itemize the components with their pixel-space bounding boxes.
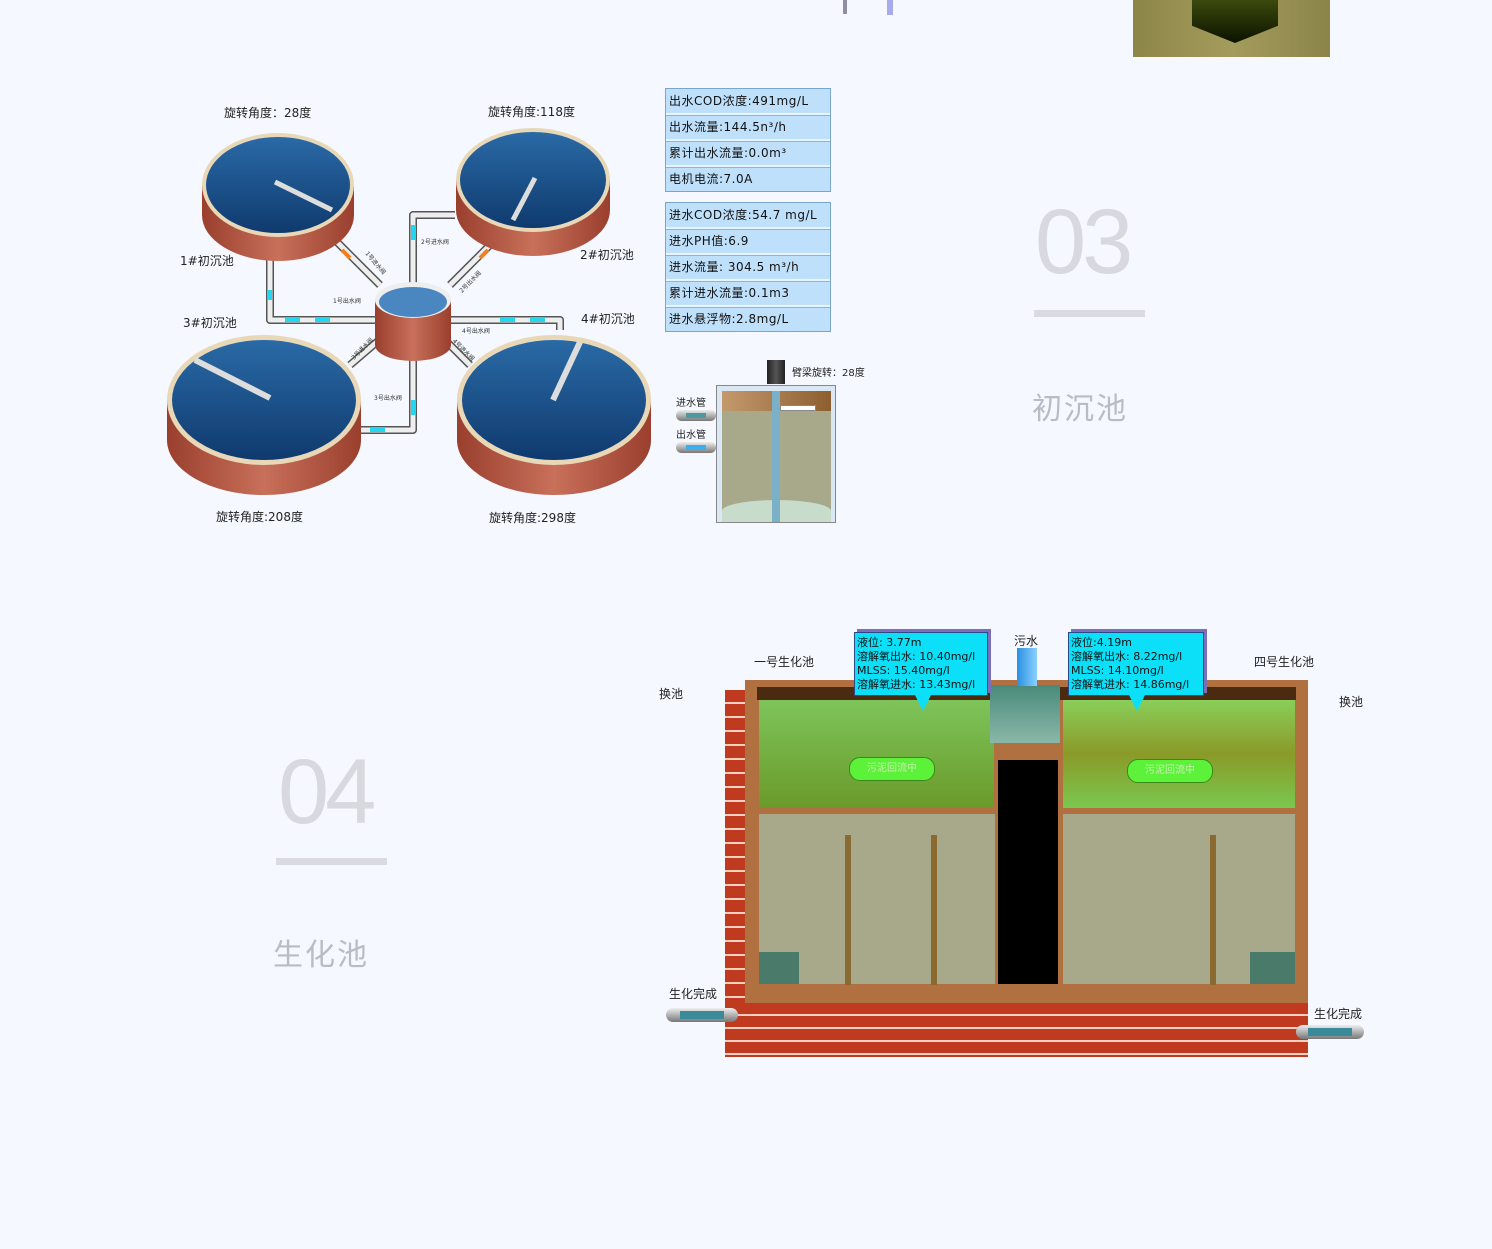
left-outlet-pipe (666, 1008, 738, 1022)
outlet-total-flow: 累计出水流量:0.0m³ (666, 141, 830, 167)
right-do-out: 溶解氧出水: 8.22mg/l (1071, 650, 1183, 663)
top-pipe-fragment (887, 0, 893, 15)
section-divider (276, 858, 387, 865)
tank-4-label[interactable]: 4#初沉池 (581, 312, 635, 326)
top-tank-fragment (1133, 0, 1330, 57)
right-sludge-status: 污泥回流中 (1127, 759, 1213, 783)
tank-3-rotation: 旋转角度:208度 (216, 510, 303, 524)
tank-cross-section (716, 385, 836, 523)
sedimentation-diagram (167, 128, 651, 495)
tank-2-rotation: 旋转角度:118度 (488, 105, 575, 119)
valve-label[interactable]: 1号出水阀 (333, 298, 361, 305)
right-tank-callout: 液位:4.19m 溶解氧出水: 8.22mg/l MLSS: 14.10mg/l… (1068, 632, 1204, 711)
left-do-in: 溶解氧进水: 13.43mg/l (857, 678, 976, 691)
inlet-suspended-solids: 进水悬浮物:2.8mg/L (669, 312, 789, 326)
valve-label[interactable]: 2号进水阀 (421, 239, 449, 246)
top-pipe-fragment (843, 0, 847, 14)
valve-label[interactable]: 4号出水阀 (462, 328, 490, 335)
brick-floor (725, 1003, 1308, 1057)
left-tank-callout: 液位: 3.77m 溶解氧出水: 10.40mg/l MLSS: 15.40mg… (854, 632, 988, 711)
outlet-pipe-label: 出水管 (676, 430, 706, 441)
inlet-total-flow: 累计进水流量:0.1m3 (666, 281, 830, 307)
outlet-flow: 出水流量:144.5n³/h (666, 115, 830, 141)
section-title-primary-sedimentation: 初沉池 (1032, 392, 1128, 427)
tank-2-label[interactable]: 2#初沉池 (580, 248, 634, 262)
motor-icon (767, 360, 785, 384)
done-right-label: 生化完成 (1314, 1007, 1363, 1021)
done-left-label: 生化完成 (669, 987, 718, 1001)
left-aeration-zone (759, 700, 994, 808)
tank-1-label[interactable]: 1#初沉池 (180, 254, 234, 268)
inlet-cod: 进水COD浓度:54.7 mg/L (666, 203, 830, 229)
outlet-pipe[interactable] (676, 442, 716, 453)
tank-3-label[interactable]: 3#初沉池 (183, 316, 237, 330)
swap-left-button[interactable]: 换池 (659, 687, 684, 701)
valve-label[interactable]: 3号出水阀 (374, 395, 402, 402)
tank-1 (202, 133, 354, 261)
inlet-pipe-label: 进水管 (676, 398, 706, 409)
swap-right-button[interactable]: 换池 (1339, 695, 1364, 709)
section-number-03: 03 (1035, 191, 1133, 293)
sewage-label: 污水 (1014, 634, 1039, 648)
inlet-flow: 进水流量: 304.5 m³/h (666, 255, 830, 281)
brick-wall-side (725, 690, 745, 1055)
sewage-inflow (1017, 648, 1037, 686)
right-level: 液位:4.19m (1071, 636, 1132, 649)
inlet-data-panel: 进水COD浓度:54.7 mg/L 进水PH值:6.9 进水流量: 304.5 … (665, 202, 831, 332)
left-level: 液位: 3.77m (857, 636, 922, 649)
left-mlss: MLSS: 15.40mg/l (857, 664, 950, 677)
beam-rotation-label: 臂梁旋转：28度 (792, 368, 865, 379)
outlet-cod: 出水COD浓度:491mg/L (666, 89, 830, 115)
section-number-04: 04 (278, 741, 376, 843)
tank-4-rotation: 旋转角度:298度 (489, 511, 576, 525)
tank-3 (167, 335, 361, 495)
inlet-ph: 进水PH值:6.9 (666, 229, 830, 255)
right-tank-label[interactable]: 四号生化池 (1254, 655, 1315, 669)
motor-current: 电机电流:7.0A (669, 172, 753, 186)
central-channel (998, 760, 1058, 984)
bio-tank (745, 680, 1308, 1003)
tank-1-rotation: 旋转角度：28度 (224, 106, 312, 120)
right-do-in: 溶解氧进水: 14.86mg/l (1071, 678, 1190, 691)
section-divider (1034, 310, 1145, 317)
central-pool (375, 282, 451, 361)
left-sludge-status: 污泥回流中 (849, 757, 935, 781)
inlet-pipe[interactable] (676, 410, 716, 421)
tank-4 (457, 335, 651, 495)
right-aeration-zone (1063, 700, 1295, 808)
left-tank-label[interactable]: 一号生化池 (754, 655, 815, 669)
right-outlet-pipe (1296, 1025, 1364, 1039)
section-title-biochemical: 生化池 (273, 938, 369, 973)
tank-2 (456, 128, 610, 256)
right-mlss: MLSS: 14.10mg/l (1071, 664, 1164, 677)
left-do-out: 溶解氧出水: 10.40mg/l (857, 650, 976, 663)
outlet-data-panel: 出水COD浓度:491mg/L 出水流量:144.5n³/h 累计出水流量:0.… (665, 88, 831, 192)
